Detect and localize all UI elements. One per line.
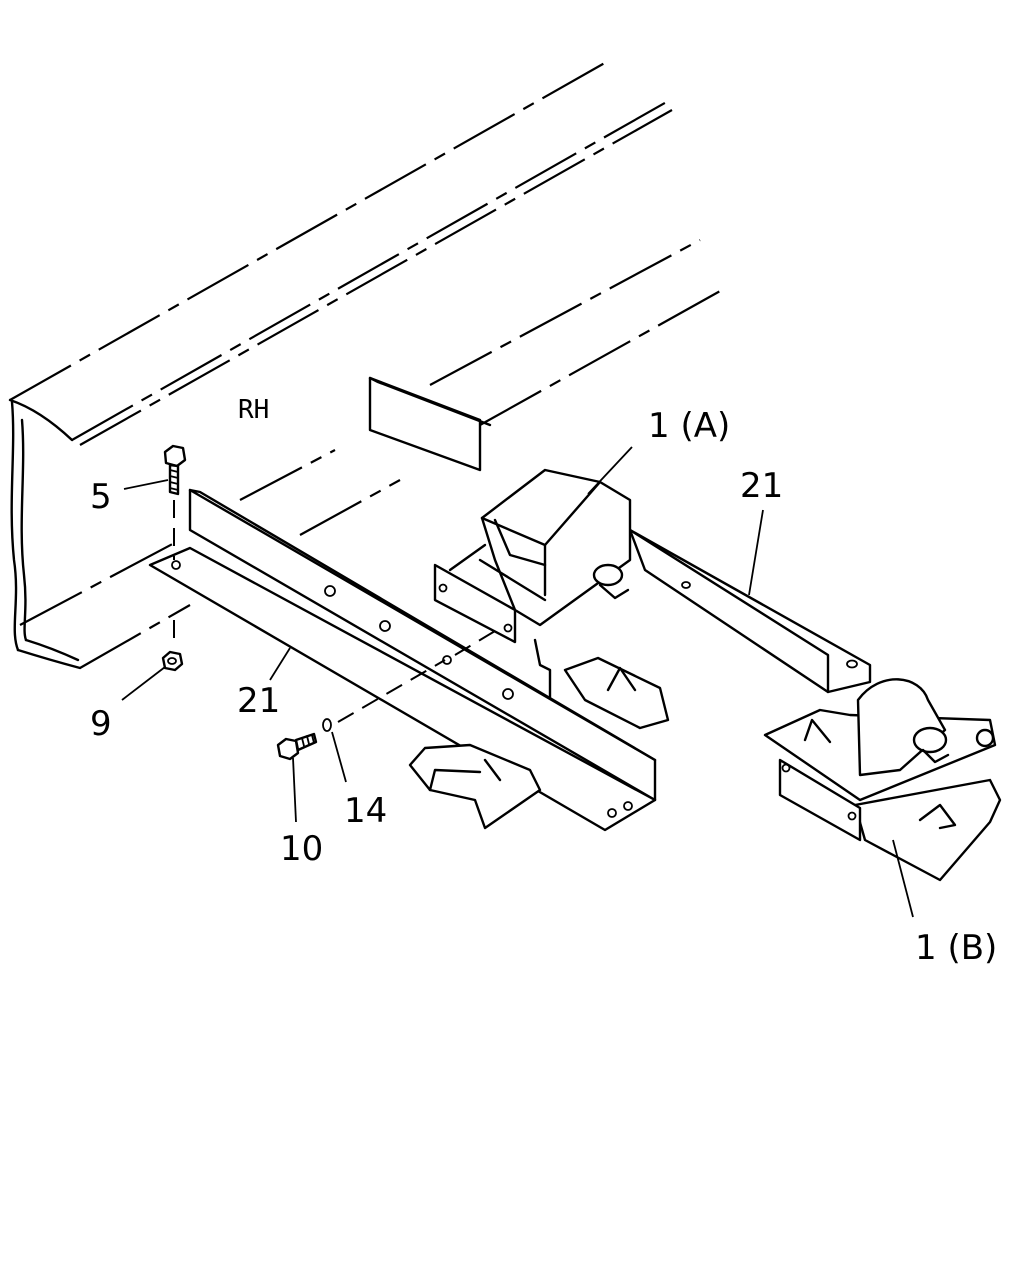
callout-5: 5 (90, 477, 112, 517)
mount-1b (763, 678, 1002, 882)
washer-14 (322, 718, 332, 732)
callout-21-left: 21 (237, 681, 280, 721)
side-label: RH (238, 395, 269, 425)
bracket-21-left (148, 488, 657, 832)
callout-1a: 1 (A) (648, 406, 730, 446)
callout-14: 14 (344, 791, 387, 831)
lower-cross-member (408, 743, 542, 830)
nut-9 (161, 650, 184, 672)
bracket-21-right (368, 376, 872, 694)
callout-10: 10 (280, 829, 323, 869)
frame-rail (8, 59, 723, 670)
bolt-5 (163, 444, 187, 496)
leader-lines (121, 446, 914, 918)
assembly-lines (173, 500, 501, 723)
callout-21-right: 21 (740, 466, 783, 506)
mount-1a (433, 468, 670, 730)
callout-1b: 1 (B) (915, 928, 997, 968)
bolt-10 (276, 732, 318, 761)
callout-9: 9 (90, 704, 112, 744)
